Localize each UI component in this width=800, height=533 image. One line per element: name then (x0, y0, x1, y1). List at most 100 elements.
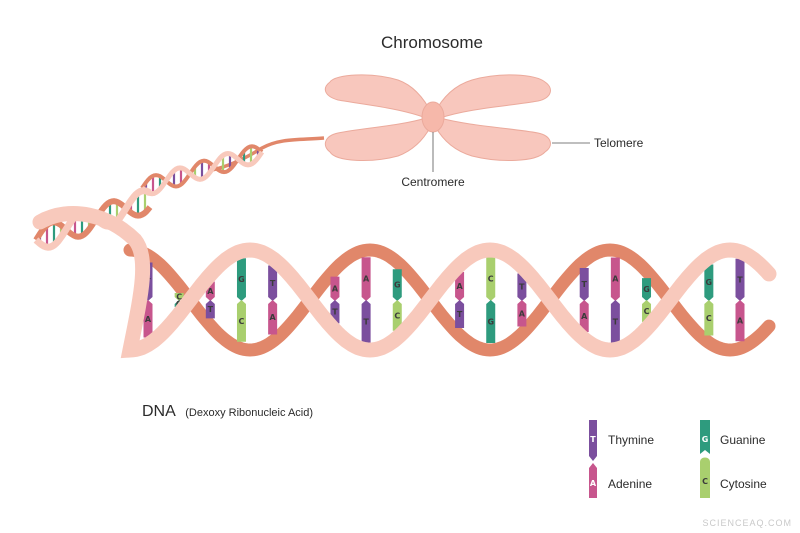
base-letter: T (737, 275, 743, 284)
chromosome-arm-lower-right (433, 117, 551, 162)
base-t-top (268, 265, 278, 301)
base-t-bottom (455, 300, 465, 328)
dna-label: DNA (Dexoxy Ribonucleic Acid) (142, 403, 313, 420)
guanine-tag-letter: G (702, 435, 709, 444)
legend-item-guanine: G Guanine (700, 420, 766, 454)
adenine-tag-letter: A (590, 479, 597, 488)
base-c-bottom (704, 300, 714, 336)
base-letter: A (270, 313, 277, 322)
base-pair: AT (610, 257, 620, 343)
base-letter: T (363, 317, 369, 326)
dna-backbone-back (123, 243, 776, 357)
base-letter: A (612, 275, 619, 284)
base-letter: G (706, 278, 713, 287)
chromosome-arm-lower-left (324, 117, 433, 162)
base-t-top (579, 267, 589, 301)
base-a-bottom (517, 300, 527, 327)
telomere-label: Telomere (594, 136, 644, 150)
base-letter: A (145, 315, 152, 324)
adenine-tag-icon (589, 463, 597, 498)
base-g-top (642, 278, 652, 301)
base-g-top (236, 258, 246, 301)
base-a-top (610, 257, 620, 301)
legend-item-adenine: A Adenine (589, 463, 652, 498)
cytosine-tag-icon (700, 457, 710, 498)
legend: T Thymine A Adenine G Guanine C Cytosine (589, 420, 767, 498)
base-letter: T (332, 308, 338, 317)
base-a-top (361, 257, 371, 301)
base-t-top (735, 258, 745, 301)
base-letter: C (394, 311, 400, 320)
base-t-top (517, 273, 527, 301)
base-letter: G (487, 317, 494, 326)
base-letter: C (239, 317, 245, 326)
base-letter: C (176, 292, 182, 301)
base-pair: GC (392, 269, 402, 331)
base-letter: C (706, 314, 712, 323)
base-a-bottom (735, 300, 745, 342)
adenine-legend-label: Adenine (608, 477, 652, 491)
base-g-bottom (486, 300, 496, 343)
base-t-bottom (610, 300, 620, 343)
base-letter: A (332, 284, 339, 293)
thymine-tag-letter: T (590, 435, 596, 444)
base-t-bottom (205, 300, 215, 319)
base-g-top (392, 269, 402, 301)
thymine-tag-icon (589, 420, 597, 461)
base-letter: T (519, 283, 525, 292)
base-letter: G (643, 285, 650, 294)
dna-backbone-back (140, 144, 264, 190)
dna-label-full: (Dexoxy Ribonucleic Acid) (185, 407, 313, 419)
base-g-top (704, 264, 714, 301)
dna-backbone-front (32, 206, 777, 359)
cytosine-tag-letter: C (702, 477, 708, 486)
base-a-bottom (143, 300, 153, 338)
base-letter: A (519, 309, 526, 318)
base-letter: A (737, 317, 744, 326)
cytosine-legend-label: Cytosine (720, 477, 767, 491)
base-letter: T (270, 279, 276, 288)
base-letter: C (644, 307, 650, 316)
base-letter: G (394, 281, 401, 290)
chromosome-arm-upper-left (324, 74, 433, 119)
dna-label-short: DNA (142, 403, 176, 420)
guanine-tag-icon (700, 420, 710, 454)
base-pair: TA (735, 258, 745, 342)
base-pair: AT (455, 272, 465, 328)
legend-item-cytosine: C Cytosine (700, 457, 767, 498)
guanine-legend-label: Guanine (720, 433, 766, 447)
base-c-bottom (392, 300, 402, 331)
base-pair: AT (361, 257, 371, 343)
base-pair: GC (704, 264, 714, 336)
centromere (421, 101, 445, 133)
base-letter: T (457, 310, 463, 319)
centromere-label: Centromere (401, 175, 465, 189)
thymine-legend-label: Thymine (608, 433, 654, 447)
base-a-top (330, 276, 340, 301)
watermark: SCIENCEAQ.COM (702, 518, 792, 528)
base-letter: T (208, 305, 214, 314)
base-letter: T (613, 317, 619, 326)
dna-backbone-front (140, 150, 265, 197)
base-a-bottom (268, 300, 278, 335)
base-a-bottom (579, 300, 589, 333)
legend-item-thymine: T Thymine (589, 420, 654, 461)
chromosome-arm-upper-right (433, 74, 551, 119)
base-t-bottom (361, 300, 371, 343)
base-letter: A (363, 275, 370, 284)
base-pair: TA (517, 273, 527, 327)
diagram-title: Chromosome (381, 33, 483, 52)
base-letter: A (207, 287, 214, 296)
chromosome (324, 74, 551, 162)
base-pair: TA (579, 267, 589, 333)
base-c-bottom (236, 300, 246, 342)
base-letter: A (456, 282, 463, 291)
base-letter: C (488, 275, 494, 284)
base-letter: G (238, 275, 245, 284)
coiled-dna-small (33, 144, 265, 251)
base-pair: TA (268, 265, 278, 335)
base-pair: CG (486, 257, 496, 343)
base-a-top (455, 272, 465, 301)
base-pair: GC (236, 258, 246, 342)
